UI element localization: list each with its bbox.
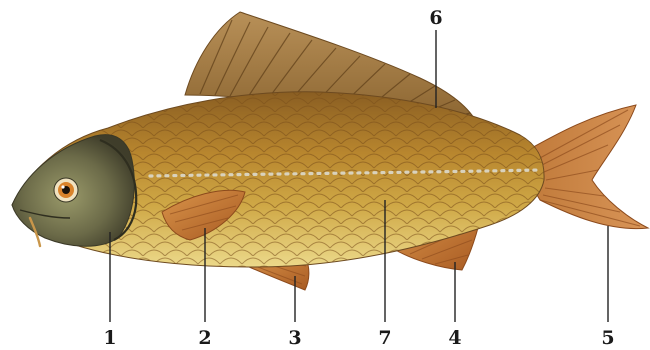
head <box>12 135 136 247</box>
label-gill-cover: 1 <box>103 327 116 349</box>
caudal-fin <box>528 105 649 229</box>
label-lateral-line: 7 <box>378 327 391 349</box>
label-pectoral-fin: 2 <box>198 327 211 349</box>
label-pelvic-fin: 3 <box>288 327 301 349</box>
label-dorsal-fin: 6 <box>429 7 442 29</box>
label-anal-fin: 4 <box>448 327 461 349</box>
label-caudal-fin: 5 <box>601 327 614 349</box>
